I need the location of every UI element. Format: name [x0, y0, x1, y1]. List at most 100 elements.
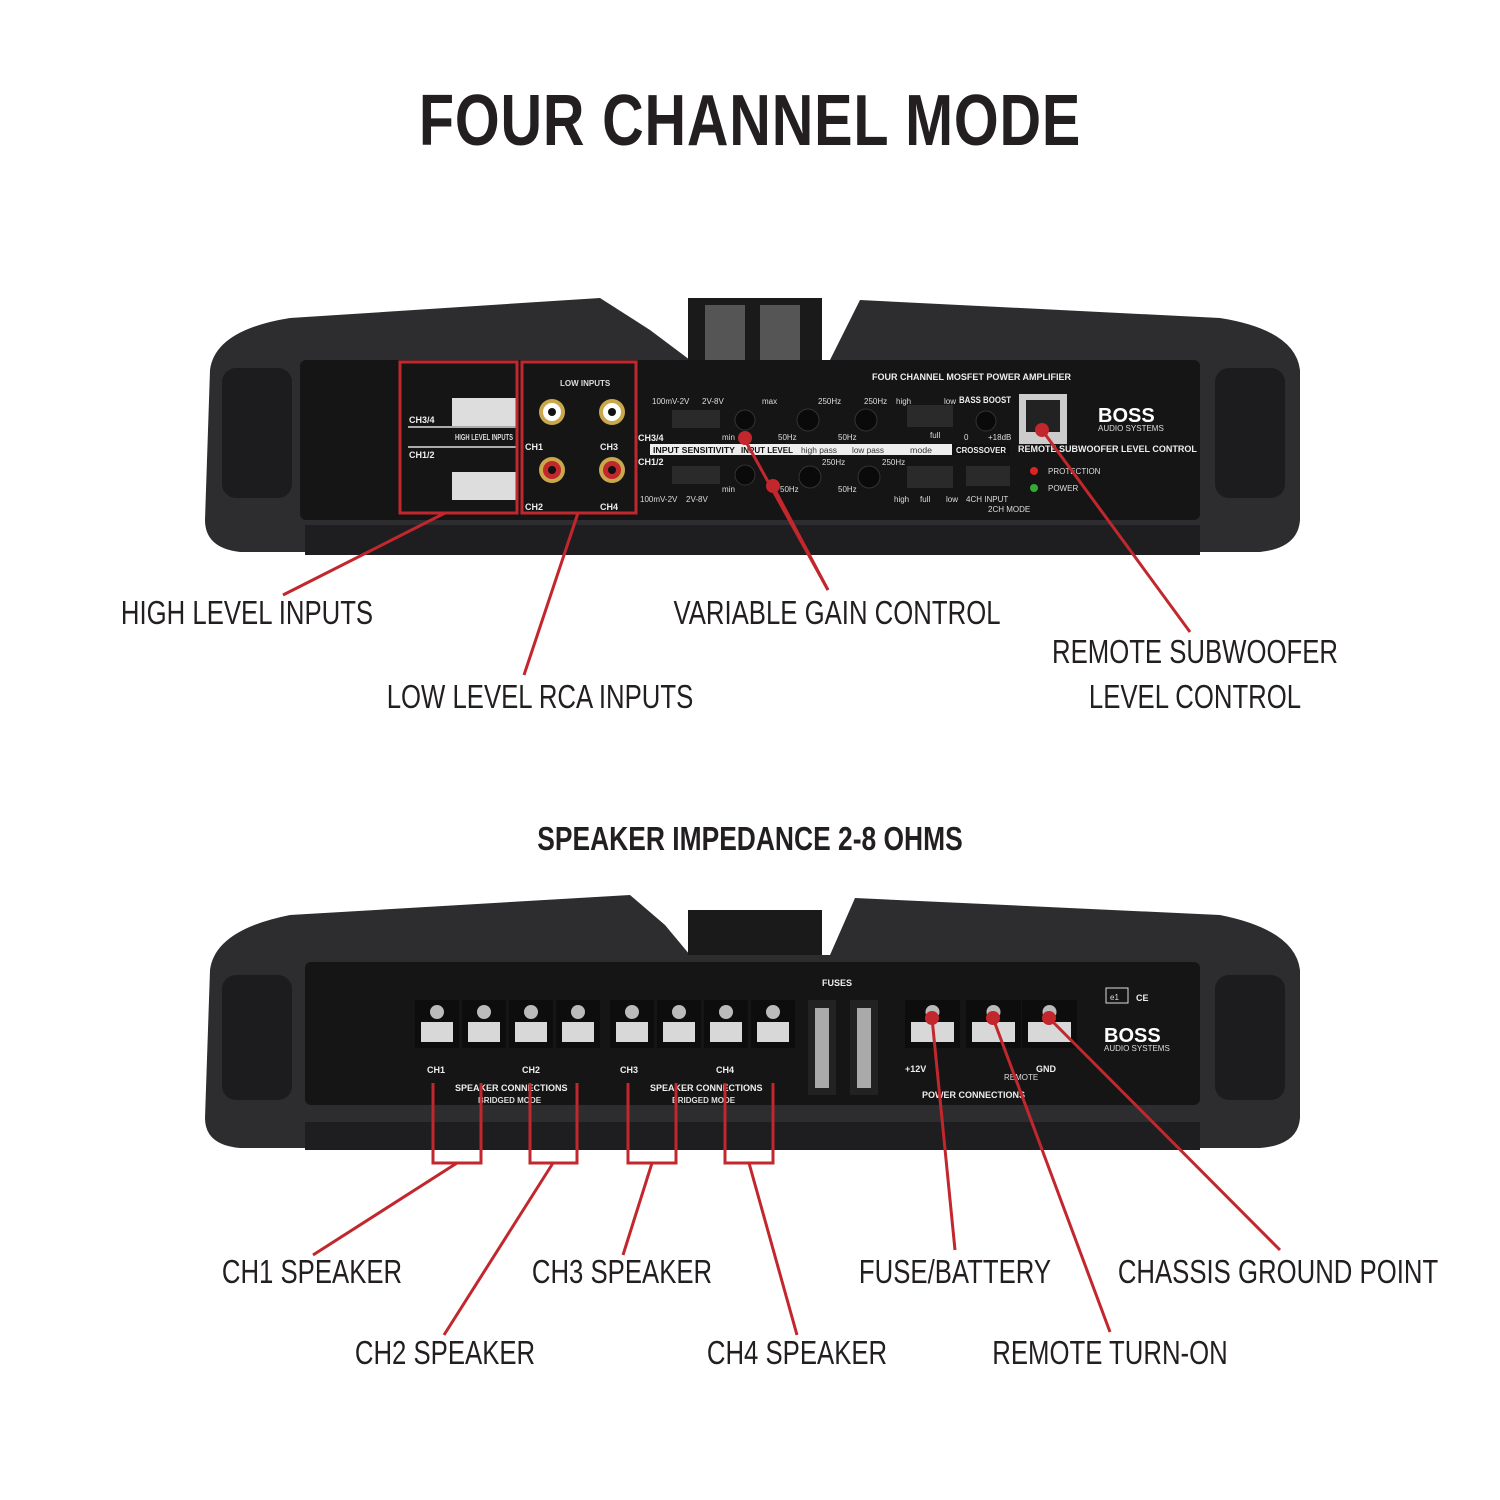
rca-ch2-label: CH2 — [525, 502, 543, 512]
power-terminal — [1022, 1000, 1077, 1048]
label-variable-gain-control: VARIABLE GAIN CONTROL — [673, 594, 1001, 631]
strip-crossover: CROSSOVER — [956, 446, 1006, 455]
amp-bottom-end-panel: FUSES CH1 CH2 CH3 CH4 SPEAKER CONNECTION… — [205, 895, 1300, 1150]
label-ch3-speaker: CH3 SPEAKER — [531, 1253, 713, 1290]
svg-text:full: full — [920, 495, 930, 504]
strip-input-sensitivity: INPUT SENSITIVITY — [653, 446, 736, 455]
ch34-label: CH3/4 — [409, 415, 435, 425]
svg-text:4CH INPUT: 4CH INPUT — [966, 495, 1008, 504]
svg-text:min: min — [722, 433, 735, 442]
svg-text:BRIDGED MODE: BRIDGED MODE — [478, 1096, 542, 1105]
callout-lines — [282, 360, 1282, 1336]
speaker-terminal — [415, 1000, 459, 1048]
svg-text:+18dB: +18dB — [988, 433, 1011, 442]
callout-dots — [738, 423, 1056, 1025]
page-title: FOUR CHANNEL MODE — [418, 81, 1082, 161]
svg-text:e1: e1 — [1110, 993, 1119, 1002]
strip-input-level: INPUT LEVEL — [741, 446, 793, 455]
svg-text:CE: CE — [1136, 993, 1149, 1003]
svg-text:100mV-2V: 100mV-2V — [652, 397, 690, 406]
svg-text:250Hz: 250Hz — [882, 458, 905, 467]
svg-text:FOUR CHANNEL MOSFET POWER AMPL: FOUR CHANNEL MOSFET POWER AMPLIFIER — [872, 372, 1071, 382]
speaker-terminal — [610, 1000, 654, 1048]
svg-text:0: 0 — [964, 433, 969, 442]
svg-text:250Hz: 250Hz — [818, 397, 841, 406]
rca-ch3-label: CH3 — [600, 442, 618, 452]
svg-text:CH3/4: CH3/4 — [638, 433, 664, 443]
svg-text:2V-8V: 2V-8V — [686, 495, 708, 504]
svg-text:50Hz: 50Hz — [838, 433, 857, 442]
svg-text:250Hz: 250Hz — [822, 458, 845, 467]
rca-line — [522, 512, 580, 676]
speaker-terminal — [751, 1000, 795, 1048]
label-fuse-battery: FUSE/BATTERY — [858, 1253, 1052, 1290]
fuse-line — [930, 1017, 957, 1251]
ch4-line — [747, 1162, 799, 1336]
ch2-bracket — [528, 1083, 579, 1165]
label-remote-turn-on: REMOTE TURN-ON — [992, 1334, 1228, 1371]
high-level-inputs-box — [398, 360, 519, 515]
speaker-terminal — [704, 1000, 748, 1048]
svg-text:REMOTE SUBWOOFER LEVEL CONTROL: REMOTE SUBWOOFER LEVEL CONTROL — [1018, 444, 1197, 454]
strip-low-pass: low pass — [852, 446, 884, 455]
svg-text:CH1/2: CH1/2 — [638, 457, 664, 467]
strip-mode: mode — [910, 446, 933, 455]
svg-text:min: min — [722, 485, 735, 494]
svg-text:AUDIO SYSTEMS: AUDIO SYSTEMS — [1104, 1044, 1170, 1053]
svg-text:low: low — [944, 397, 956, 406]
svg-text:SPEAKER CONNECTIONS: SPEAKER CONNECTIONS — [455, 1083, 568, 1093]
label-ch1-speaker: CH1 SPEAKER — [221, 1253, 403, 1290]
gain-line-ch12 — [773, 489, 830, 591]
svg-text:GND: GND — [1036, 1064, 1057, 1074]
ch3-line — [621, 1162, 654, 1256]
label-high-level-inputs: HIGH LEVEL INPUTS — [120, 594, 374, 631]
svg-text:max: max — [762, 397, 777, 406]
rca-ch1-label: CH1 — [525, 442, 543, 452]
svg-text:PROTECTION: PROTECTION — [1048, 467, 1101, 476]
svg-text:CH4: CH4 — [716, 1065, 734, 1075]
remote-sub-line — [1040, 429, 1192, 633]
svg-text:100mV-2V: 100mV-2V — [640, 495, 678, 504]
speaker-terminal — [657, 1000, 701, 1048]
speaker-terminal — [462, 1000, 506, 1048]
strip-high-pass: high pass — [801, 446, 837, 455]
svg-text:high: high — [896, 397, 911, 406]
svg-text:full: full — [930, 431, 940, 440]
svg-text:AUDIO SYSTEMS: AUDIO SYSTEMS — [1098, 424, 1164, 433]
amp-top-end-panel: CH3/4 CH1/2 HIGH LEVEL INPUTS LOW INPUTS… — [205, 298, 1300, 555]
svg-text:POWER: POWER — [1048, 484, 1078, 493]
svg-text:high: high — [894, 495, 909, 504]
svg-text:CH2: CH2 — [522, 1065, 540, 1075]
svg-text:BOSS: BOSS — [1098, 405, 1155, 427]
svg-text:SPEAKER CONNECTIONS: SPEAKER CONNECTIONS — [650, 1083, 763, 1093]
label-level-control: LEVEL CONTROL — [1088, 678, 1302, 715]
speaker-terminal — [556, 1000, 600, 1048]
label-ch4-speaker: CH4 SPEAKER — [706, 1334, 888, 1371]
svg-text:BOSS: BOSS — [1104, 1025, 1161, 1047]
svg-text:2CH MODE: 2CH MODE — [988, 505, 1030, 514]
label-low-level-rca-inputs: LOW LEVEL RCA INPUTS — [386, 678, 694, 715]
svg-text:BRIDGED MODE: BRIDGED MODE — [672, 1096, 736, 1105]
ground-line — [1047, 1016, 1282, 1252]
svg-text:CH1: CH1 — [427, 1065, 445, 1075]
low-inputs-label: LOW INPUTS — [560, 379, 611, 388]
label-remote-subwoofer: REMOTE SUBWOOFER — [1051, 633, 1339, 670]
speaker-terminal — [509, 1000, 553, 1048]
label-ch2-speaker: CH2 SPEAKER — [354, 1334, 536, 1371]
svg-text:50Hz: 50Hz — [778, 433, 797, 442]
high-level-inputs-label: HIGH LEVEL INPUTS — [455, 433, 513, 442]
bass-boost-label: BASS BOOST — [959, 395, 1011, 405]
svg-text:FUSES: FUSES — [822, 978, 852, 988]
low-level-rca-box — [520, 360, 638, 515]
svg-text:low: low — [946, 495, 958, 504]
svg-text:REMOTE: REMOTE — [1004, 1073, 1038, 1082]
svg-text:250Hz: 250Hz — [864, 397, 887, 406]
ch2-line — [442, 1162, 555, 1336]
ch12-label: CH1/2 — [409, 450, 435, 460]
high-level-line — [282, 511, 446, 597]
svg-text:+12V: +12V — [905, 1064, 926, 1074]
svg-text:2V-8V: 2V-8V — [702, 397, 724, 406]
svg-text:POWER CONNECTIONS: POWER CONNECTIONS — [922, 1090, 1025, 1100]
